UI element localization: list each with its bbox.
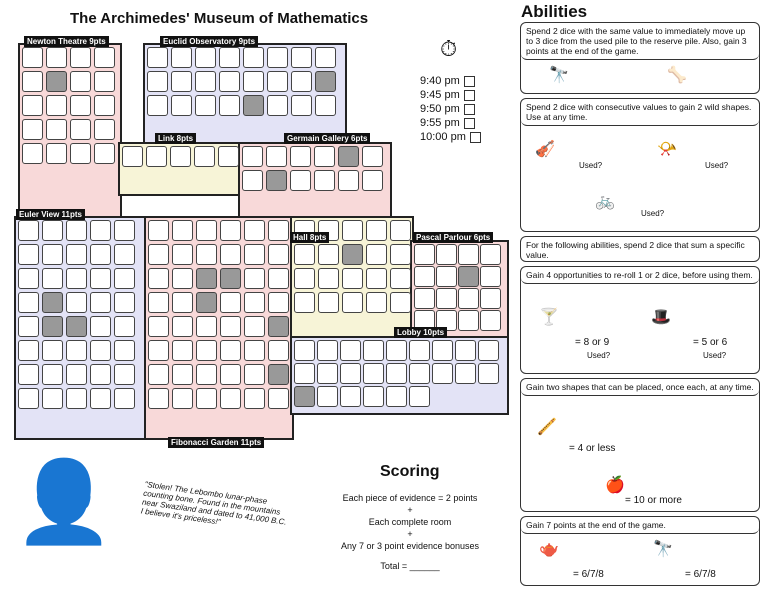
binoculars-icon: 🔭 [653,541,673,558]
apple-icon: 🍎 [605,477,625,494]
abilities-title: Abilities [521,2,588,21]
time-label: 9:50 pm [420,103,460,115]
used-label: Used? [587,351,611,360]
time-label: 10:00 pm [420,131,466,143]
room-label: Newton Theatre 9pts [24,36,109,47]
grid-link [122,146,242,170]
room-label: Link 8pts [155,133,197,144]
grid-fibonacci [148,220,292,412]
scoring-total[interactable]: Total = ______ [380,561,440,571]
sum-label: = 6/7/8 [573,569,604,580]
quote-note: "Stolen! The Lebombo lunar-phase countin… [140,479,288,527]
ability-text: Gain 7 points at the end of the game. [521,517,759,534]
room-label: Lobby 10pts [394,327,448,338]
time-checkbox[interactable] [469,131,481,143]
grid-germain [242,146,386,194]
room-label: Euclid Observatory 9pts [160,36,259,47]
ability-text: For the following abilities, spend 2 dic… [526,240,745,260]
ability-text: Gain two shapes that can be placed, once… [521,379,759,396]
time-slot[interactable]: 9:50 pm [420,103,475,115]
scoring-plus: + [407,505,413,515]
pocket-watch-icon: ⏱ [440,36,458,61]
used-label: Used? [579,161,603,170]
grid-lobby [294,340,501,409]
scoring-line: Each complete room [368,517,452,527]
bone-icon: 🦴 [667,67,687,84]
cocktail-icon: 🍸 [539,309,559,326]
bicycle-icon: 🚲 [595,193,615,210]
time-checkbox[interactable] [463,117,475,129]
violin-icon: 🎻 [535,141,555,158]
time-slot[interactable]: 9:40 pm [420,75,475,87]
used-label: Used? [705,161,729,170]
ability-panel-4: Gain 4 opportunities to re-roll 1 or 2 d… [520,266,760,374]
time-checkbox[interactable] [463,89,475,101]
grid-pascal [414,244,502,332]
scoring-line: Any 7 or 3 point evidence bonuses [340,541,480,551]
room-label: Germain Gallery 6pts [284,133,371,144]
ability-panel-6: Gain 7 points at the end of the game. 🫖 … [520,516,760,586]
time-slot[interactable]: 10:00 pm [420,131,481,143]
sum-label: = 10 or more [625,495,682,506]
grid-euler [18,220,138,412]
ability-panel-5: Gain two shapes that can be placed, once… [520,378,760,512]
scoring-title: Scoring [380,463,440,480]
used-label: Used? [703,351,727,360]
grid-newton [22,47,118,167]
flute-icon: 🪈 [537,419,557,436]
grid-euclid [147,47,339,119]
sum-label: = 4 or less [569,443,616,454]
sum-label: = 6/7/8 [685,569,716,580]
page-title: The Archimedes' Museum of Mathematics [70,10,369,27]
telescope-icon: 🔭 [549,67,569,84]
time-slot[interactable]: 9:45 pm [420,89,475,101]
ability-text: Gain 4 opportunities to re-roll 1 or 2 d… [521,267,759,284]
sum-label: = 8 or 9 [575,337,610,348]
room-label: Fibonacci Garden 11pts [168,437,265,448]
teapot-icon: 🫖 [539,541,559,558]
time-checkbox[interactable] [463,75,475,87]
top-hat-icon: 🎩 [651,309,671,326]
time-label: 9:40 pm [420,75,460,87]
ability-panel-3: For the following abilities, spend 2 dic… [520,236,760,262]
time-label: 9:55 pm [420,117,460,129]
used-label: Used? [641,209,665,218]
ability-text: Spend 2 dice with the same value to imme… [521,23,759,60]
portrait-illustration: 👤 [14,457,114,546]
ability-panel-2: Spend 2 dice with consecutive values to … [520,98,760,232]
time-checkbox[interactable] [463,103,475,115]
ability-panel-1: Spend 2 dice with the same value to imme… [520,22,760,94]
room-label: Hall 8pts [290,232,330,243]
scoring-line: Each piece of evidence = 2 points [342,493,478,503]
time-slot[interactable]: 9:55 pm [420,117,475,129]
scoring-plus: + [407,529,413,539]
room-label: Euler View 11pts [16,209,85,220]
grid-hall [294,220,414,316]
horn-icon: 📯 [657,141,677,158]
ability-text: Spend 2 dice with consecutive values to … [521,99,759,126]
time-label: 9:45 pm [420,89,460,101]
sum-label: = 5 or 6 [693,337,728,348]
room-label: Pascal Parlour 6pts [413,232,494,243]
